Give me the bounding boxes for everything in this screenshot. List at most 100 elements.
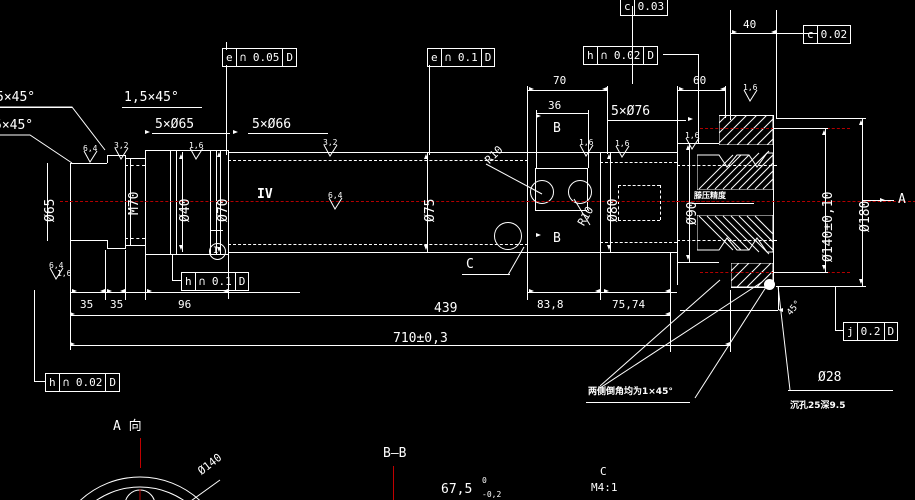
- fcf-symbol: h: [584, 47, 598, 64]
- dia-m70: M70: [127, 191, 142, 215]
- fcf-h-01-d[interactable]: h ∩ 0.1 D: [181, 272, 250, 291]
- detail-c-leader: [462, 274, 510, 275]
- index-bubble-label: I: [213, 246, 219, 256]
- arrowhead: [604, 289, 609, 293]
- shaft-outline: [600, 152, 601, 253]
- fcf-leader: [835, 330, 844, 331]
- sf-value: 1,6: [579, 138, 594, 147]
- dim-439: 439: [434, 301, 458, 316]
- extension-line: [105, 250, 106, 300]
- callout-underline: [248, 133, 328, 134]
- shaft-outline: [125, 155, 126, 249]
- fcf-datum: D: [286, 51, 293, 64]
- dim-line-36: [536, 113, 588, 114]
- fcf-symbol: h: [46, 374, 60, 391]
- dim-line-m70-v: [130, 158, 131, 245]
- hidden-edge: [228, 244, 528, 245]
- fcf-h-002-d-bottom[interactable]: h ∩ 0.02 D: [45, 373, 120, 392]
- dim-line-40-v: [182, 152, 183, 252]
- arrowhead: [223, 289, 228, 293]
- sf-6p4-b: 6,4: [48, 261, 64, 280]
- shaft-centerline: [60, 201, 715, 202]
- arrowhead: [107, 289, 112, 293]
- dim-96: 96: [178, 298, 192, 311]
- arrowhead: [725, 342, 730, 346]
- dim-line-70-v: [220, 150, 221, 254]
- thread-minor-dia: [125, 165, 145, 166]
- dim-line-75-v: [427, 152, 428, 252]
- chamfer-leaders: [0, 106, 106, 164]
- extension-line: [70, 240, 71, 350]
- dim-75-74: 75,74: [612, 298, 646, 311]
- extension-line: [145, 250, 146, 300]
- fcf-datum: D: [109, 376, 116, 389]
- fcf-symbol: j: [844, 323, 858, 340]
- dia-70: Ø70: [216, 198, 231, 222]
- dia-90: Ø90: [685, 201, 700, 225]
- shaft-outline: [527, 252, 677, 253]
- arrowhead: [859, 279, 863, 284]
- extension-line: [730, 10, 731, 120]
- arrowhead: [686, 145, 690, 150]
- shaft-outline: [677, 262, 719, 263]
- hidden-edge: [677, 165, 777, 166]
- note-hole: 沉孔25深9.5: [790, 401, 846, 411]
- slot-radius-right: [568, 180, 592, 204]
- fcf-tolerance: 0.2: [858, 323, 885, 340]
- sf-value: 6,4: [49, 261, 64, 270]
- fcf-c-003[interactable]: c 0.03: [620, 0, 669, 16]
- extension-line: [776, 118, 866, 119]
- sf-value: 1,6: [57, 269, 72, 278]
- dim-line-710: [70, 345, 730, 346]
- extension-line: [776, 286, 866, 287]
- arrowhead: [100, 289, 105, 293]
- dim-70: 70: [553, 74, 567, 87]
- label-iv: IV: [257, 187, 273, 202]
- extension-line: [773, 272, 828, 273]
- slot-edge: [535, 168, 587, 169]
- fcf-j-02-d[interactable]: j 0.2 D: [843, 322, 899, 341]
- note-underline: [692, 203, 754, 204]
- index-leader: [210, 230, 223, 231]
- arrowhead: [233, 130, 238, 134]
- r10-leader-bottom: [573, 198, 591, 226]
- arrowhead: [688, 117, 693, 121]
- sf-6p4-c: 6,4: [327, 191, 343, 210]
- sf-1p6-b: 1,6: [578, 138, 594, 157]
- arrowhead: [880, 198, 885, 202]
- hole-leader-lines: [600, 279, 791, 399]
- fcf-h-002-d-top[interactable]: h ∩ 0.02 D: [583, 46, 658, 65]
- worm-thread-hatch-lower: [697, 215, 773, 255]
- view-a-vertical-centerline: [140, 438, 141, 468]
- slot-radius-left: [530, 180, 554, 204]
- note-underline: [788, 390, 893, 391]
- note-knurl: 滕压精度: [694, 191, 726, 200]
- extension-line: [600, 252, 601, 300]
- arrowhead: [179, 154, 183, 159]
- dim-line-40: [730, 33, 776, 34]
- dim-36: 36: [548, 99, 562, 112]
- dim-line-180: [862, 118, 863, 286]
- fcf-e-005-d[interactable]: e ∩ 0.05 D: [222, 48, 297, 67]
- arrowhead: [595, 289, 600, 293]
- dim-line-90-v: [689, 143, 690, 262]
- dia-80: Ø80: [606, 198, 621, 222]
- arrowhead: [602, 87, 607, 91]
- fcf-symbol: h: [182, 273, 196, 290]
- fcf-tolerance: 0.02: [820, 28, 848, 41]
- shaft-outline: [527, 152, 528, 253]
- dim-67-5-tol-lower: -0,2: [482, 490, 502, 499]
- fcf-datum: D: [647, 49, 654, 62]
- arrowhead: [424, 245, 428, 250]
- arrowhead: [822, 265, 826, 270]
- fcf-c-002[interactable]: c 0.02: [803, 25, 852, 44]
- section-hatch: [719, 115, 773, 145]
- sf-3p2-b: 3,2: [322, 138, 338, 157]
- callout-underline: [122, 107, 202, 108]
- fcf-e-01-d[interactable]: e ∩ 0.1 D: [427, 48, 496, 67]
- fcf-leader: [429, 65, 430, 155]
- chamfer-left-top: 5×45°: [0, 90, 36, 105]
- fcf-tolerance: ∩ 0.1: [442, 49, 482, 66]
- label-b-lower: B: [553, 231, 561, 246]
